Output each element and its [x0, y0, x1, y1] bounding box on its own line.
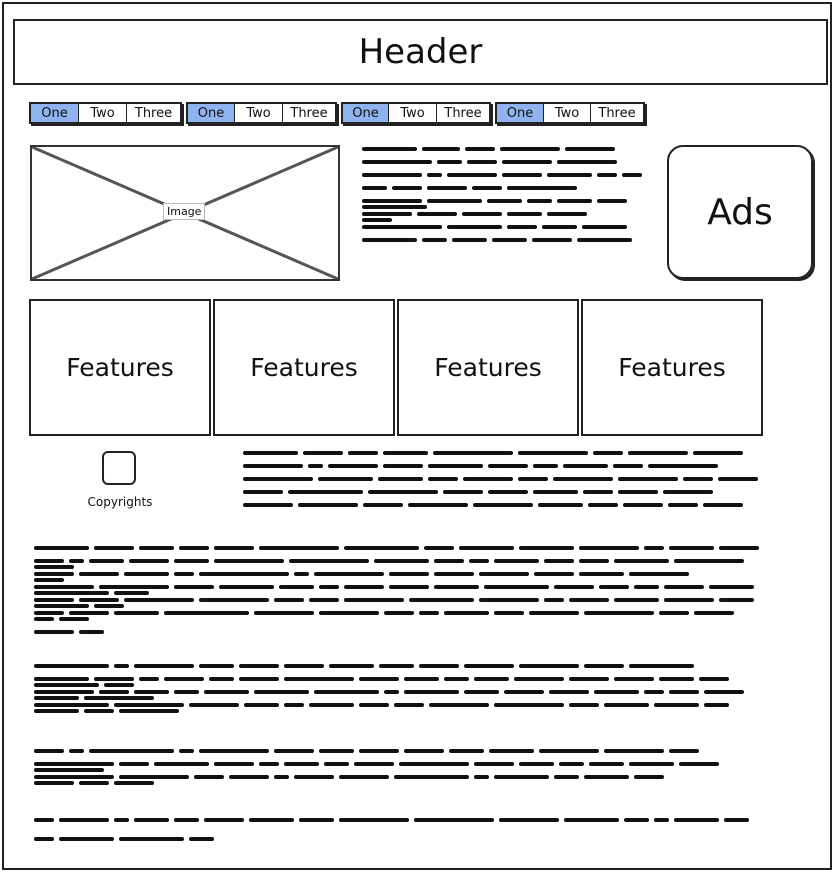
scribble-text-block: [243, 451, 763, 516]
tab-one[interactable]: One: [343, 104, 389, 122]
tab-group-2: One Two Three: [186, 102, 337, 124]
page-header: Header: [13, 19, 828, 85]
tab-two[interactable]: Two: [544, 104, 591, 122]
tab-one[interactable]: One: [497, 104, 544, 122]
tab-three[interactable]: Three: [134, 105, 173, 121]
scribble-paragraph-3: [34, 749, 764, 788]
scribble-paragraph-2: [34, 664, 764, 716]
tab-three[interactable]: Three: [598, 105, 636, 121]
tab-one[interactable]: One: [188, 104, 235, 122]
scribble-text-block: [362, 147, 647, 251]
copyright-label: Copyrights: [87, 495, 153, 509]
tab-group-1: One Two Three: [29, 102, 182, 124]
tab-group-4: One Two Three: [495, 102, 645, 124]
scribble-paragraph-4: [34, 818, 764, 841]
copyright-checkbox[interactable]: [102, 451, 136, 485]
tab-two[interactable]: Two: [235, 104, 283, 122]
tab-two[interactable]: Two: [389, 104, 437, 122]
feature-box-1[interactable]: Features: [29, 299, 211, 436]
feature-box-2[interactable]: Features: [213, 299, 395, 436]
tab-three[interactable]: Three: [444, 105, 482, 121]
scribble-paragraph-1: [34, 546, 764, 634]
feature-box-4[interactable]: Features: [581, 299, 763, 436]
ads-box[interactable]: Ads: [667, 145, 813, 279]
image-label: Image: [163, 203, 206, 220]
feature-box-3[interactable]: Features: [397, 299, 579, 436]
tab-two[interactable]: Two: [79, 104, 127, 122]
tab-one[interactable]: One: [31, 104, 79, 122]
tab-group-3: One Two Three: [341, 102, 491, 124]
tab-three[interactable]: Three: [290, 105, 328, 121]
